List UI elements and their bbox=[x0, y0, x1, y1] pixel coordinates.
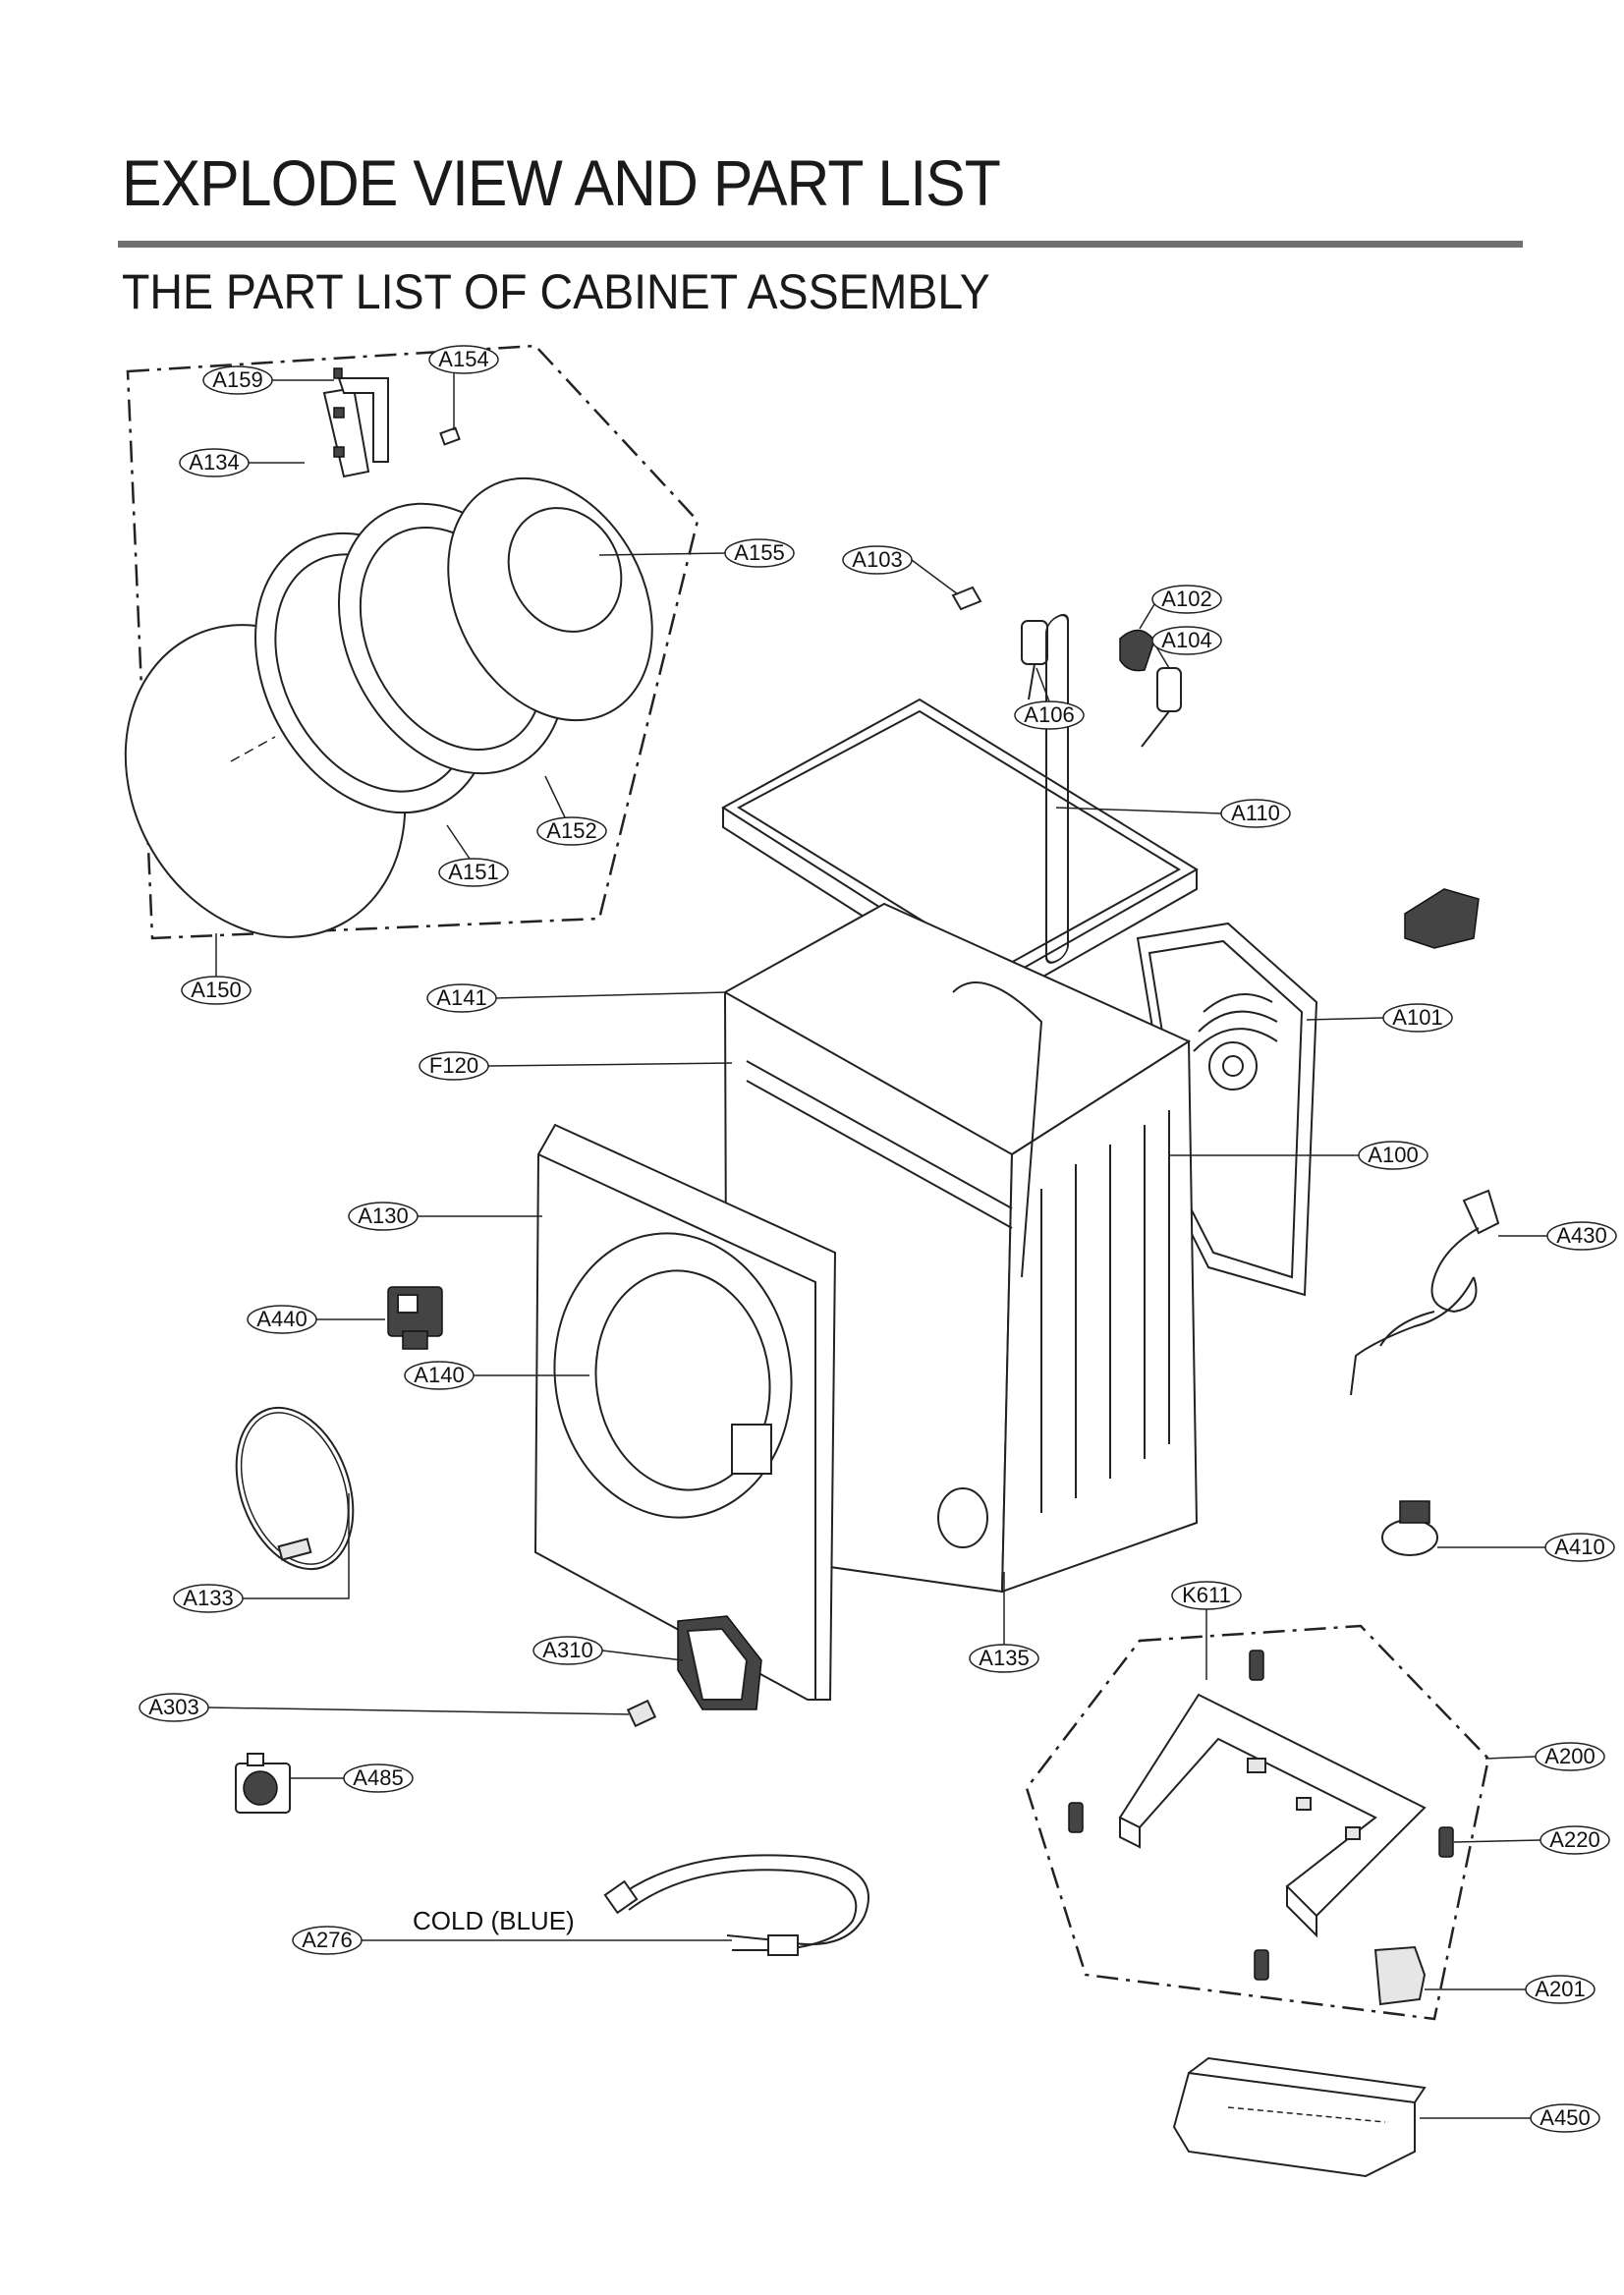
svg-text:A155: A155 bbox=[734, 540, 784, 565]
base-bracket bbox=[1373, 1945, 1427, 2006]
callout-A485: A485 bbox=[290, 1763, 414, 1793]
callout-A135: A135 bbox=[969, 1572, 1039, 1673]
foot bbox=[1068, 1650, 1454, 1981]
svg-text:A154: A154 bbox=[438, 347, 488, 371]
door-lock bbox=[387, 1286, 443, 1350]
section-subtitle: THE PART LIST OF CABINET ASSEMBLY bbox=[122, 264, 990, 319]
svg-text:A440: A440 bbox=[256, 1307, 307, 1331]
cabinet-body bbox=[722, 613, 1199, 1594]
inlet-hose bbox=[603, 1854, 869, 1956]
svg-text:A151: A151 bbox=[448, 860, 498, 884]
pressure-switch bbox=[1381, 1500, 1438, 1556]
spring-part bbox=[626, 1699, 657, 1728]
callout-A430: A430 bbox=[1498, 1221, 1617, 1251]
callout-A103: A103 bbox=[842, 545, 959, 595]
callout-A130: A130 bbox=[348, 1202, 542, 1231]
callout-A440: A440 bbox=[247, 1305, 385, 1334]
svg-text:A485: A485 bbox=[353, 1765, 403, 1790]
callout-A159: A159 bbox=[202, 365, 334, 395]
clip-part bbox=[951, 586, 982, 611]
callout-A151: A151 bbox=[438, 824, 509, 887]
callout-A110: A110 bbox=[1055, 799, 1291, 828]
svg-text:A134: A134 bbox=[189, 450, 239, 475]
svg-text:A201: A201 bbox=[1535, 1977, 1585, 2001]
callout-A154: A154 bbox=[428, 345, 499, 430]
door-inner-glass bbox=[447, 476, 653, 722]
svg-text:A150: A150 bbox=[191, 978, 241, 1002]
callout-F120: F120 bbox=[419, 1051, 733, 1081]
cold-hose-note: COLD (BLUE) bbox=[413, 1906, 575, 1935]
svg-text:A310: A310 bbox=[542, 1638, 592, 1662]
svg-text:A110: A110 bbox=[1231, 801, 1280, 825]
callout-A276: A276 bbox=[292, 1926, 732, 1955]
svg-text:A135: A135 bbox=[979, 1646, 1029, 1670]
valve-connector-1 bbox=[1021, 620, 1048, 700]
svg-text:A220: A220 bbox=[1549, 1827, 1599, 1852]
rear-bracket bbox=[1404, 888, 1480, 949]
door-hinge bbox=[322, 367, 389, 478]
callout-A310: A310 bbox=[532, 1636, 684, 1665]
callout-A101: A101 bbox=[1306, 1003, 1453, 1033]
filter-assembly bbox=[1172, 2056, 1427, 2178]
svg-text:A133: A133 bbox=[183, 1586, 233, 1610]
callout-A155: A155 bbox=[598, 538, 795, 568]
svg-text:A410: A410 bbox=[1554, 1535, 1604, 1559]
title-divider bbox=[118, 241, 1523, 248]
svg-text:A104: A104 bbox=[1161, 628, 1211, 652]
callout-A303: A303 bbox=[139, 1693, 630, 1722]
svg-text:A303: A303 bbox=[148, 1695, 198, 1719]
svg-text:F120: F120 bbox=[429, 1053, 478, 1078]
svg-text:A100: A100 bbox=[1368, 1143, 1418, 1167]
svg-text:A152: A152 bbox=[546, 818, 596, 843]
valve-cap bbox=[1119, 629, 1155, 672]
svg-text:A159: A159 bbox=[212, 367, 262, 392]
pump-motor bbox=[235, 1753, 291, 1814]
callout-A150: A150 bbox=[181, 933, 252, 1005]
svg-text:A141: A141 bbox=[436, 985, 486, 1010]
callout-A140: A140 bbox=[404, 1361, 589, 1390]
callout-A220: A220 bbox=[1453, 1825, 1610, 1855]
door-catch-clip bbox=[439, 426, 461, 446]
callout-A200: A200 bbox=[1484, 1742, 1605, 1771]
base-assembly-boundary bbox=[1025, 1624, 1490, 2021]
callout-A410: A410 bbox=[1437, 1533, 1615, 1562]
callout-A102: A102 bbox=[1139, 585, 1222, 630]
svg-text:A103: A103 bbox=[852, 547, 902, 572]
power-cord bbox=[1350, 1189, 1500, 1396]
callout-A450: A450 bbox=[1420, 2103, 1600, 2133]
front-panel bbox=[533, 1123, 837, 1701]
svg-text:A276: A276 bbox=[302, 1928, 352, 1952]
valve-connector-2 bbox=[1141, 667, 1182, 748]
svg-text:A102: A102 bbox=[1161, 587, 1211, 611]
svg-text:K611: K611 bbox=[1182, 1583, 1231, 1607]
callout-A106: A106 bbox=[1014, 667, 1085, 730]
callout-K611: K611 bbox=[1171, 1581, 1242, 1680]
callout-A201: A201 bbox=[1425, 1975, 1596, 2004]
drawer-housing bbox=[677, 1615, 762, 1710]
svg-text:A101: A101 bbox=[1392, 1005, 1442, 1030]
callout-A152: A152 bbox=[536, 775, 607, 846]
callout-A133: A133 bbox=[173, 1493, 350, 1613]
base-frame bbox=[1118, 1693, 1427, 1938]
svg-text:A430: A430 bbox=[1556, 1223, 1606, 1248]
callout-A134: A134 bbox=[179, 448, 305, 477]
callout-A100: A100 bbox=[1169, 1141, 1428, 1170]
svg-text:A140: A140 bbox=[414, 1363, 464, 1387]
svg-text:A106: A106 bbox=[1024, 702, 1074, 727]
callout-A141: A141 bbox=[426, 983, 728, 1013]
clamp-ring bbox=[235, 1406, 355, 1571]
page-title: EXPLODE VIEW AND PART LIST bbox=[122, 146, 1001, 219]
svg-text:A200: A200 bbox=[1544, 1744, 1595, 1768]
svg-text:A450: A450 bbox=[1540, 2105, 1590, 2130]
svg-text:A130: A130 bbox=[358, 1203, 408, 1228]
callout-A104: A104 bbox=[1151, 626, 1222, 669]
